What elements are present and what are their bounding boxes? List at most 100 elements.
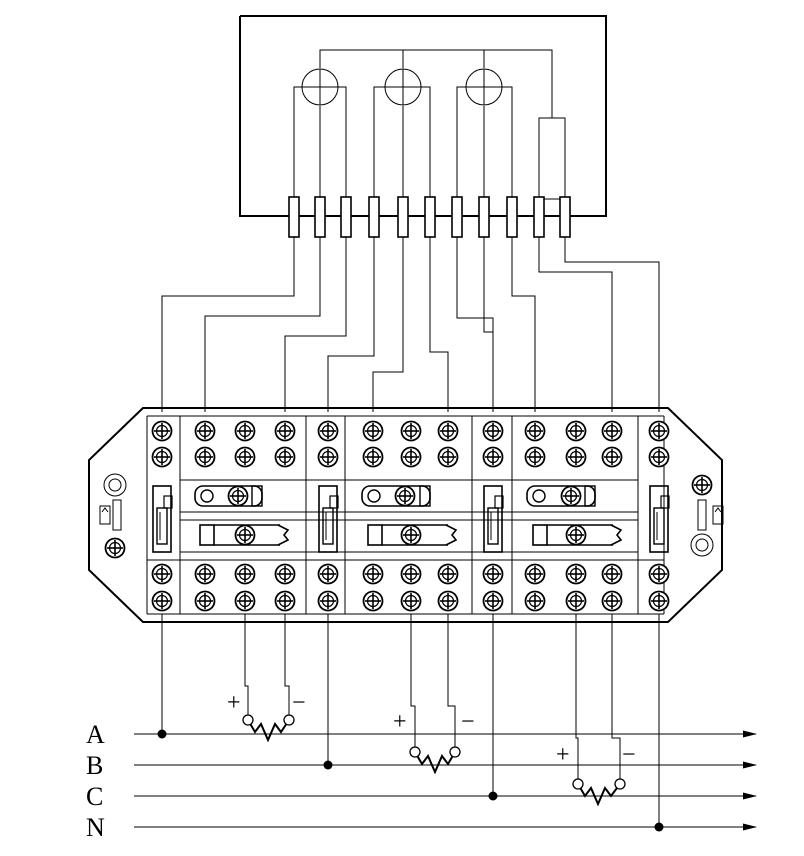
- screw: [317, 590, 339, 612]
- screw: [648, 563, 670, 585]
- screw: [601, 420, 623, 442]
- slider-clamps: [194, 485, 623, 546]
- terminal-block: [88, 407, 723, 623]
- screw: [274, 420, 296, 442]
- screw: [317, 563, 339, 585]
- screw: [601, 563, 623, 585]
- meter-pin: [288, 196, 300, 238]
- junction-dot-a: [157, 729, 167, 739]
- screw: [234, 590, 256, 612]
- screw: [362, 563, 384, 585]
- screw: [400, 590, 422, 612]
- shorting-link: [152, 485, 173, 553]
- meter-pin: [368, 196, 380, 238]
- shorting-link: [483, 485, 504, 553]
- screw: [400, 446, 422, 468]
- screw: [482, 563, 504, 585]
- screw: [691, 474, 713, 496]
- screw: [234, 446, 256, 468]
- screw: [151, 563, 173, 585]
- screw: [194, 590, 216, 612]
- screw: [524, 446, 546, 468]
- screw: [194, 563, 216, 585]
- screw: [601, 590, 623, 612]
- ct-b-minus: −: [461, 709, 475, 735]
- junction-dot-n: [654, 822, 664, 832]
- slider-clamp-bottom: [367, 524, 458, 546]
- meter-sensor-1: [301, 68, 339, 106]
- screw: [394, 485, 416, 507]
- screw: [104, 537, 126, 559]
- screw: [565, 590, 587, 612]
- mounting-ear-right: [690, 499, 724, 557]
- meter-pin: [314, 196, 326, 238]
- shorting-links: [152, 485, 670, 553]
- meter-pin: [478, 196, 490, 238]
- meter-pin: [506, 196, 518, 238]
- block-to-line-wires: [161, 614, 660, 826]
- screw: [565, 446, 587, 468]
- screw: [648, 420, 670, 442]
- meter-pin: [559, 196, 571, 238]
- screw: [565, 563, 587, 585]
- screw: [482, 590, 504, 612]
- screw: [151, 446, 173, 468]
- slider-clamp-top: [526, 485, 596, 507]
- screw: [274, 446, 296, 468]
- screw: [234, 524, 256, 546]
- meter-internal-wiring: [293, 49, 566, 200]
- screw: [234, 563, 256, 585]
- screw: [524, 420, 546, 442]
- junction-dot-b: [323, 760, 333, 770]
- screw: [648, 446, 670, 468]
- screw: [601, 446, 623, 468]
- screw: [437, 590, 459, 612]
- shorting-link: [649, 485, 670, 553]
- screw: [362, 446, 384, 468]
- screw: [437, 420, 459, 442]
- current-transformer-b: [409, 746, 461, 775]
- screw: [524, 563, 546, 585]
- screw: [274, 563, 296, 585]
- meter-sensor-2: [384, 68, 422, 106]
- screw: [400, 524, 422, 546]
- screw: [151, 590, 173, 612]
- line-label-n: N: [86, 813, 105, 842]
- terminal-screws: [104, 420, 713, 612]
- screw: [565, 524, 587, 546]
- line-label-c: C: [86, 782, 103, 811]
- screw: [437, 563, 459, 585]
- slider-clamp-top: [194, 485, 263, 507]
- current-transformer-c: [572, 778, 626, 807]
- slider-clamp-bottom: [199, 524, 290, 546]
- meter-pin: [397, 196, 409, 238]
- meter-pin: [533, 196, 545, 238]
- screw: [437, 446, 459, 468]
- slider-clamp-top: [361, 485, 431, 507]
- line-label-b: B: [86, 751, 103, 780]
- shorting-link: [318, 485, 339, 553]
- screw: [227, 485, 249, 507]
- screw: [560, 485, 582, 507]
- power-lines: [134, 730, 757, 831]
- junction-dot-c: [488, 791, 498, 801]
- screw: [482, 446, 504, 468]
- screw: [317, 446, 339, 468]
- meter-pin: [340, 196, 352, 238]
- ct-a-minus: −: [292, 690, 306, 716]
- ct-b-plus: +: [393, 709, 407, 735]
- screw: [482, 420, 504, 442]
- screw: [565, 420, 587, 442]
- screw: [194, 446, 216, 468]
- ct-a-plus: +: [227, 690, 241, 716]
- screw: [362, 420, 384, 442]
- ct-c-plus: +: [556, 742, 570, 768]
- screw: [274, 590, 296, 612]
- current-transformer-a: [242, 714, 295, 743]
- screw: [194, 420, 216, 442]
- slider-clamp-bottom: [532, 524, 623, 546]
- meter-pin: [424, 196, 436, 238]
- screw: [151, 420, 173, 442]
- screw: [362, 590, 384, 612]
